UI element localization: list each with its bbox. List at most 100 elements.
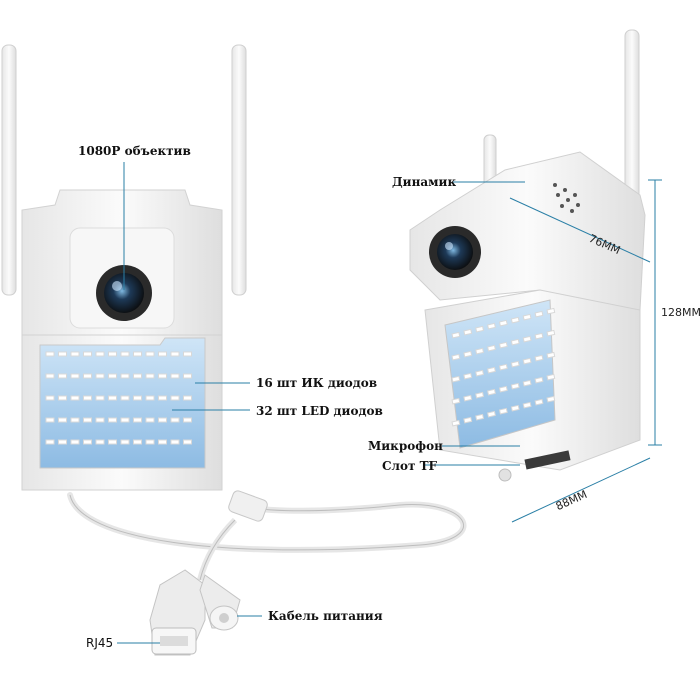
white-leds-callout: 32 шт LED диодов [256, 404, 383, 418]
led-dot [510, 338, 520, 346]
led-dot [45, 373, 55, 379]
callout-lines [117, 162, 525, 644]
led-dot [522, 313, 532, 321]
led-dot [534, 398, 544, 406]
right-antenna [231, 44, 247, 296]
led-dot [487, 344, 496, 352]
led-dot [183, 417, 192, 423]
led-dot [463, 328, 473, 336]
led-dot [475, 391, 485, 399]
led-dot [487, 410, 496, 418]
led-dot [83, 373, 92, 379]
power-cable-callout: Кабель питания [268, 609, 383, 623]
lens-callout: 1080P объектив [78, 144, 191, 158]
led-dot [95, 439, 105, 445]
side-led-array [451, 307, 556, 427]
led-dot [170, 417, 180, 423]
led-dot [463, 350, 473, 358]
led-dot [145, 417, 155, 423]
led-dot [534, 310, 544, 318]
led-dot [83, 351, 92, 357]
led-dot [108, 417, 117, 423]
led-dot [58, 439, 67, 445]
led-dot [58, 373, 67, 379]
front-led-array [45, 351, 192, 445]
led-dot [83, 439, 92, 445]
led-dot [170, 439, 180, 445]
led-dot [45, 417, 55, 423]
tf-slot [524, 450, 571, 470]
led-dot [463, 372, 473, 380]
speaker-grille [553, 183, 580, 213]
side-camera [409, 29, 646, 482]
led-dot [546, 373, 556, 381]
tf-slot-callout: Слот TF [382, 459, 438, 473]
led-dot [70, 395, 80, 401]
led-dot [498, 319, 508, 327]
led-dot [183, 351, 192, 357]
led-dot [120, 351, 130, 357]
led-dot [510, 360, 520, 368]
led-dot [498, 363, 508, 371]
led-dot [475, 413, 485, 421]
led-dot [451, 397, 461, 405]
led-dot [70, 373, 80, 379]
height-dimension: 128MM [661, 306, 700, 319]
led-dot [45, 351, 55, 357]
led-dot [108, 351, 117, 357]
led-dot [463, 394, 473, 402]
led-dot [487, 388, 496, 396]
microphone-callout: Микрофон [368, 439, 443, 453]
led-dot [70, 417, 80, 423]
led-dot [158, 351, 167, 357]
led-dot [498, 341, 508, 349]
led-dot [158, 373, 167, 379]
led-dot [158, 395, 167, 401]
led-dot [451, 353, 461, 361]
led-dot [158, 417, 167, 423]
led-dot [170, 351, 180, 357]
led-dot [108, 439, 117, 445]
led-dot [120, 417, 130, 423]
led-dot [475, 347, 485, 355]
front-camera [1, 44, 467, 656]
led-dot [546, 351, 556, 359]
led-dot [133, 373, 142, 379]
led-dot [45, 395, 55, 401]
led-dot [522, 401, 532, 409]
led-dot [498, 407, 508, 415]
speaker-callout: Динамик [392, 175, 457, 189]
led-dot [95, 351, 105, 357]
led-dot [510, 316, 520, 324]
led-dot [133, 351, 142, 357]
led-dot [534, 354, 544, 362]
led-dot [183, 395, 192, 401]
led-dot [145, 439, 155, 445]
led-dot [145, 395, 155, 401]
led-dot [120, 395, 130, 401]
led-dot [546, 329, 556, 337]
led-dot [170, 373, 180, 379]
led-dot [120, 439, 130, 445]
led-dot [487, 366, 496, 374]
led-dot [70, 351, 80, 357]
led-dot [522, 357, 532, 365]
led-dot [451, 419, 461, 427]
led-dot [522, 379, 532, 387]
led-dot [183, 439, 192, 445]
led-dot [58, 395, 67, 401]
led-dot [487, 322, 496, 330]
rj45-connector [149, 569, 206, 656]
led-dot [83, 417, 92, 423]
dimension-lines [509, 179, 662, 523]
led-dot [451, 375, 461, 383]
led-dot [534, 332, 544, 340]
led-dot [95, 373, 105, 379]
led-dot [133, 395, 142, 401]
led-dot [475, 369, 485, 377]
led-dot [522, 335, 532, 343]
ir-leds-callout: 16 шт ИК диодов [256, 376, 378, 390]
led-dot [451, 331, 461, 339]
led-dot [546, 395, 556, 403]
